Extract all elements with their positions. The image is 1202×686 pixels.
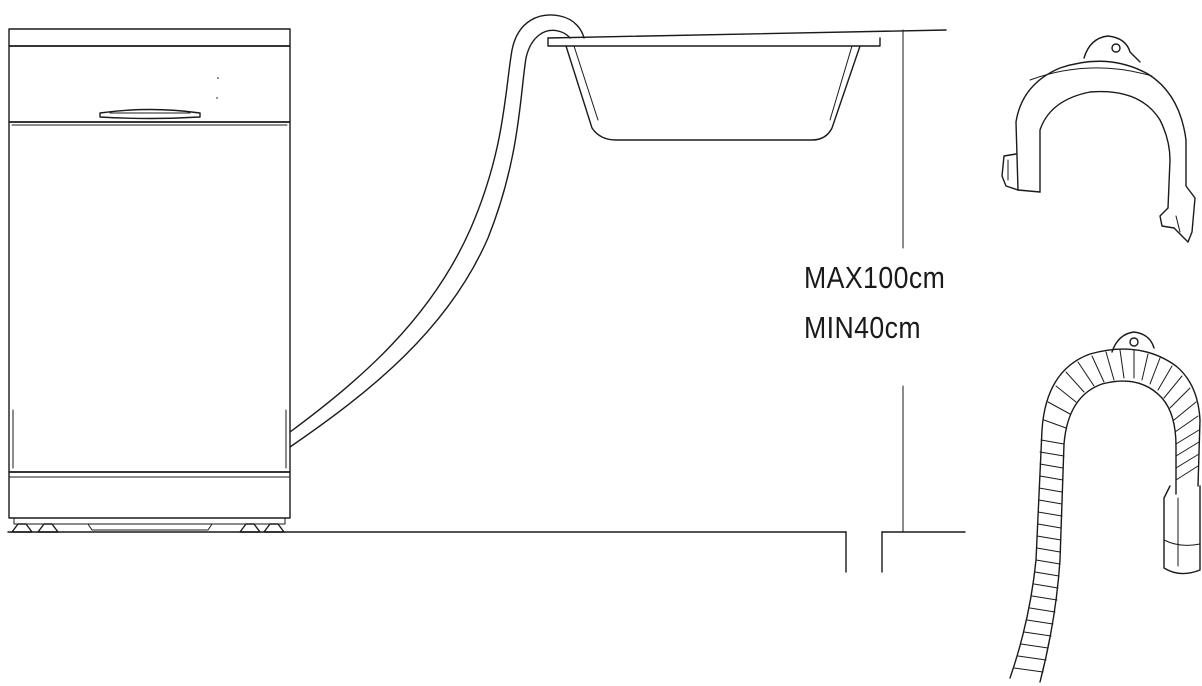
max-height-label: MAX100cm (804, 260, 946, 295)
hose-holder-icon (1001, 35, 1196, 243)
hose-with-holder-icon (1009, 331, 1201, 683)
floor-drain-icon (845, 531, 883, 573)
min-height-label: MIN40cm (804, 310, 922, 345)
dishwasher-icon (8, 28, 291, 533)
drain-hose-icon (289, 14, 585, 448)
sink-icon (547, 29, 947, 141)
